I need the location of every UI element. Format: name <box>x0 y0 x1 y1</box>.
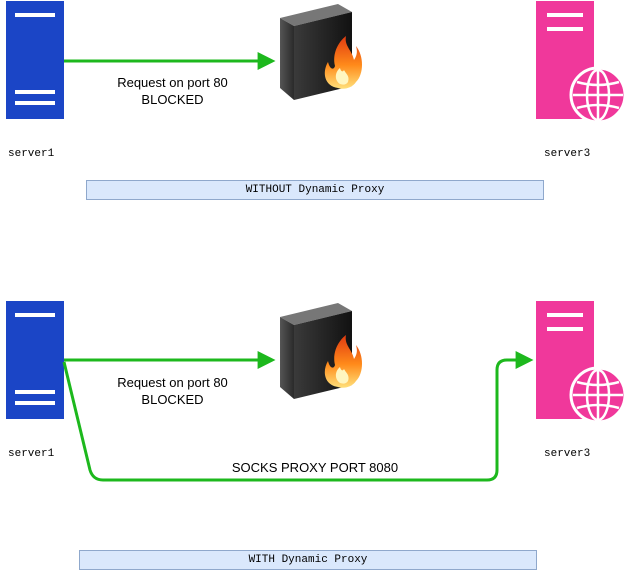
server3-top <box>536 1 627 124</box>
edge-label-line1: Request on port 80 <box>117 375 228 390</box>
banner-with-proxy: WITH Dynamic Proxy <box>79 550 537 570</box>
edge-label-line2: BLOCKED <box>141 92 204 107</box>
proxy-tunnel-arrow <box>62 351 534 482</box>
server1-label-bottom: server1 <box>8 448 55 460</box>
server1-top <box>6 1 64 119</box>
web-server-icon <box>536 301 627 424</box>
web-server-icon <box>536 1 627 124</box>
server3-label-bottom: server3 <box>544 448 591 460</box>
socks-proxy-label: SOCKS PROXY PORT 8080 <box>231 460 399 475</box>
server3-bottom <box>536 301 627 424</box>
firewall-icon <box>280 4 362 100</box>
server1-bottom <box>6 301 64 419</box>
edge-label-line2: BLOCKED <box>141 392 204 407</box>
firewall-bottom <box>280 303 362 399</box>
banner-without-proxy: WITHOUT Dynamic Proxy <box>86 180 544 200</box>
server-icon <box>6 301 64 419</box>
server-icon <box>6 1 64 119</box>
server1-label-top: server1 <box>8 148 55 160</box>
edge-label-line1: Request on port 80 <box>117 75 228 90</box>
firewall-top <box>280 4 362 100</box>
server3-label-top: server3 <box>544 148 591 160</box>
edge-label-bottom: Request on port 80 BLOCKED <box>100 374 245 408</box>
firewall-icon <box>280 303 362 399</box>
edge-label-top: Request on port 80 BLOCKED <box>100 74 245 108</box>
